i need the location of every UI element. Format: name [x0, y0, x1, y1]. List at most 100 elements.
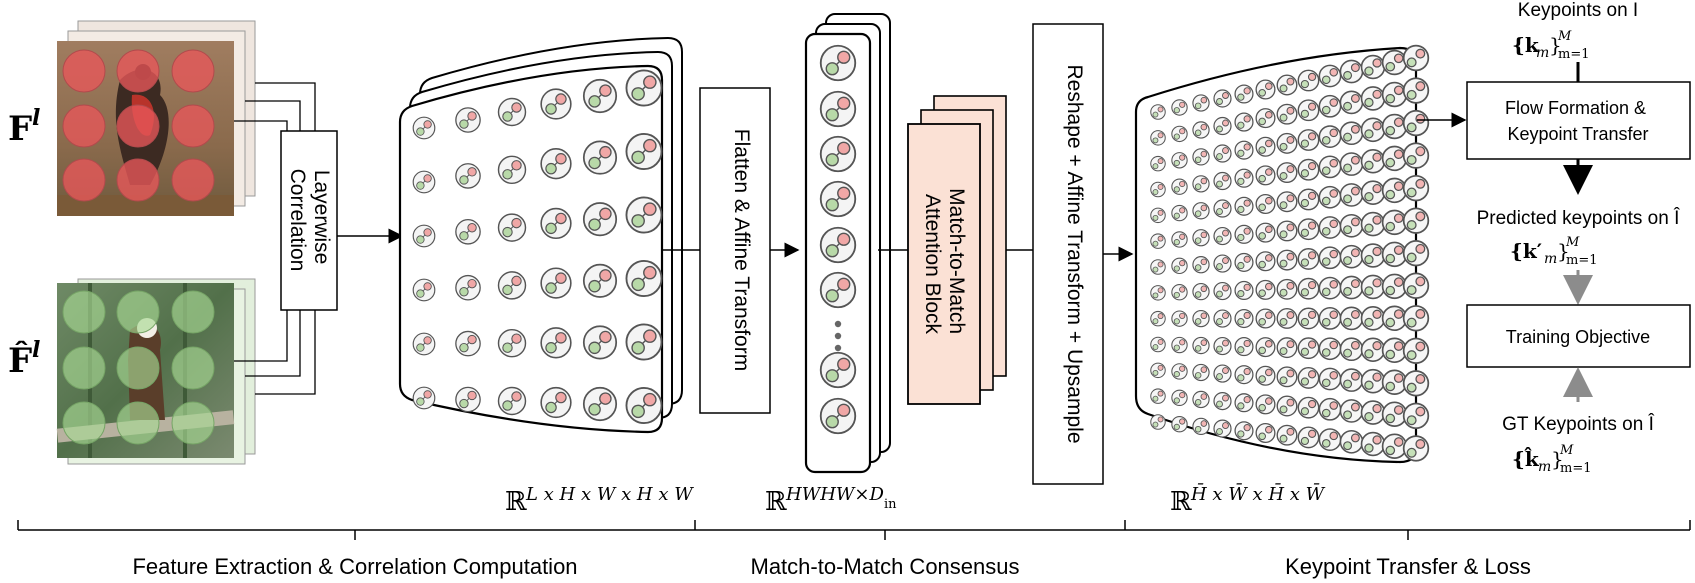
match-cell [1318, 307, 1342, 330]
match-cell [1255, 251, 1276, 272]
svg-text:Layerwise Correlation: Layerwise Correlation [286, 169, 333, 272]
match-cell [1234, 112, 1254, 132]
match-cell [1360, 368, 1386, 394]
match-to-match-attention-block: Match-to-Match Attention Block [907, 95, 1007, 405]
match-cell [1402, 77, 1430, 104]
match-cell [1213, 226, 1232, 246]
match-cell [1150, 259, 1166, 275]
match-cell [1276, 191, 1298, 213]
match-cell [1171, 389, 1188, 406]
match-cell [1192, 309, 1210, 328]
match-cell [582, 202, 618, 237]
layerwise-correlation-box: Layerwise Correlation [280, 130, 338, 311]
match-cell [1234, 308, 1254, 329]
match-cell [1276, 220, 1298, 242]
match-cell [1276, 337, 1298, 359]
match-cell [1171, 284, 1188, 301]
match-cell [1171, 152, 1188, 169]
match-cell [497, 97, 527, 127]
match-cell [1213, 364, 1232, 383]
match-cell [1339, 368, 1364, 392]
match-cell [1192, 121, 1210, 139]
feature-label-target: F̂ l [8, 337, 40, 381]
gt-keypoints: GT Keypoints on Î {k̂ m } M m=1 [1502, 413, 1654, 476]
predicted-keypoints: Predicted keypoints on Î {k′ m } M m=1 [1477, 207, 1681, 268]
match-cell [412, 386, 436, 410]
match-cell [1150, 130, 1166, 146]
svg-text:M: M [1557, 29, 1572, 44]
match-cell [1339, 429, 1364, 454]
match-cell [412, 278, 436, 302]
match-cell [582, 325, 618, 360]
match-cell [1192, 175, 1210, 193]
match-cell [1381, 177, 1408, 204]
match-cell [582, 140, 618, 175]
dims-upsampled: ℝ H̄ x W̄ x H̄ x W̄ [1170, 482, 1326, 517]
match-cell [1276, 74, 1298, 96]
svg-text:F̂: F̂ [8, 340, 32, 381]
match-cell [582, 78, 618, 114]
svg-text:}: } [1557, 239, 1570, 263]
eagle-photo-icon [56, 283, 235, 458]
match-cell [1360, 86, 1386, 111]
match-cell [412, 170, 436, 194]
match-cell [1297, 337, 1320, 360]
match-cell [1339, 306, 1364, 331]
ellipsis-dots [834, 320, 842, 352]
training-objective-box: Training Objective [1466, 304, 1691, 368]
match-cell [1255, 308, 1276, 329]
svg-text:HWHW×D: HWHW×D [785, 484, 884, 505]
match-cell [1255, 79, 1276, 100]
svg-text:F: F [8, 109, 32, 149]
match-cell [1255, 136, 1276, 157]
match-cell [625, 387, 663, 424]
match-cell [1213, 391, 1232, 411]
match-cell [1150, 207, 1166, 224]
match-cell [1150, 362, 1166, 379]
match-cell [540, 327, 572, 359]
match-cell [1276, 132, 1298, 154]
match-cell [1402, 174, 1430, 202]
match-cell [497, 271, 527, 300]
match-cell [1402, 44, 1430, 72]
match-cell [497, 213, 527, 242]
match-cell [1318, 246, 1342, 270]
match-cell [819, 226, 857, 264]
match-cell [1276, 366, 1298, 388]
match-cell [1150, 233, 1166, 249]
match-cell [1297, 307, 1320, 330]
match-cell [455, 107, 481, 133]
match-cell [1150, 285, 1166, 301]
svg-text:GT Keypoints on Î: GT Keypoints on Î [1502, 413, 1654, 435]
match-cell [1402, 370, 1430, 397]
match-cell [1150, 388, 1166, 404]
match-cell [1318, 276, 1342, 300]
match-cell [1339, 59, 1364, 84]
match-cell [455, 274, 481, 301]
match-cell [540, 267, 572, 299]
match-cell [1276, 162, 1298, 184]
match-cell [1276, 249, 1298, 271]
match-cell [1234, 84, 1254, 104]
svg-text:{k′: {k′ [1510, 239, 1542, 263]
match-cell [1318, 155, 1342, 179]
match-cell [1192, 256, 1210, 274]
svg-text:m: m [1544, 251, 1557, 267]
svg-text:M: M [1565, 235, 1580, 250]
match-cell [1255, 222, 1276, 243]
match-cell [1213, 171, 1232, 191]
upsampled-grid-icon [1134, 44, 1430, 464]
dims-correlation: ℝ L x H x W x H x W [505, 484, 694, 517]
match-cell [1339, 399, 1364, 423]
svg-text:}: } [1551, 447, 1564, 471]
match-cell [1318, 94, 1342, 118]
dims-flattened: ℝ HWHW×D in [765, 484, 897, 517]
match-cell [1318, 428, 1342, 451]
match-cell [625, 260, 663, 297]
svg-text:m=1: m=1 [1566, 253, 1598, 268]
match-cell [1339, 183, 1364, 207]
match-cell [1213, 89, 1232, 108]
match-cell [1297, 248, 1320, 270]
svg-text:M: M [1559, 443, 1574, 458]
